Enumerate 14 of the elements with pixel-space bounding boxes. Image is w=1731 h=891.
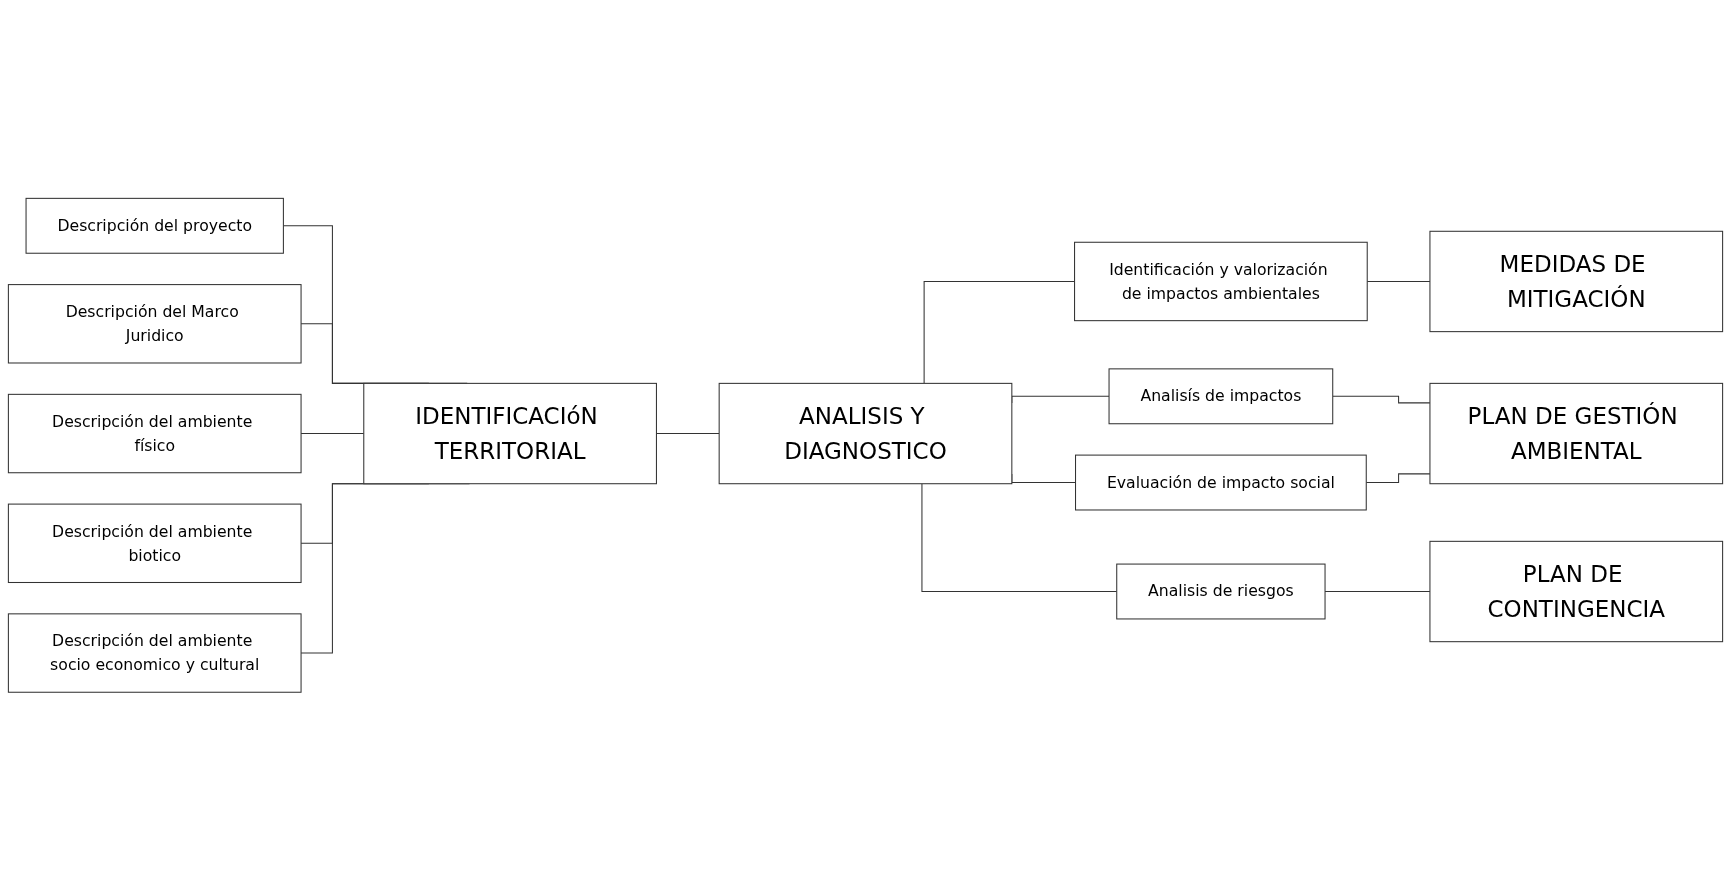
node-box: Descripción del ambiente físico — [7, 394, 302, 474]
node-box: PLAN DE GESTIÓN AMBIENTAL — [1429, 383, 1724, 485]
node-box: Analisís de impactos — [1108, 368, 1334, 425]
node-box: Descripción del proyecto — [25, 198, 284, 254]
node-box: Descripción del Marco Juridico — [7, 284, 302, 364]
node-box: ANALISIS Y DIAGNOSTICO — [718, 383, 1013, 485]
node-box: PLAN DE CONTINGENCIA — [1429, 541, 1724, 643]
node-box: Evaluación de impacto social — [1075, 454, 1367, 511]
node-box: IDENTIFICACIóN TERRITORIAL — [363, 383, 657, 485]
node-box: Descripción del ambiente biotico — [7, 503, 302, 584]
node-box: Identificación y valorización de impactos ambientales — [1074, 241, 1368, 322]
node-box: MEDIDAS DE MITIGACIÓN — [1429, 230, 1724, 333]
node-box: Descripción del ambiente socio economico y cultural — [7, 613, 302, 693]
node-box: Analisis de riesgos — [1116, 563, 1326, 620]
